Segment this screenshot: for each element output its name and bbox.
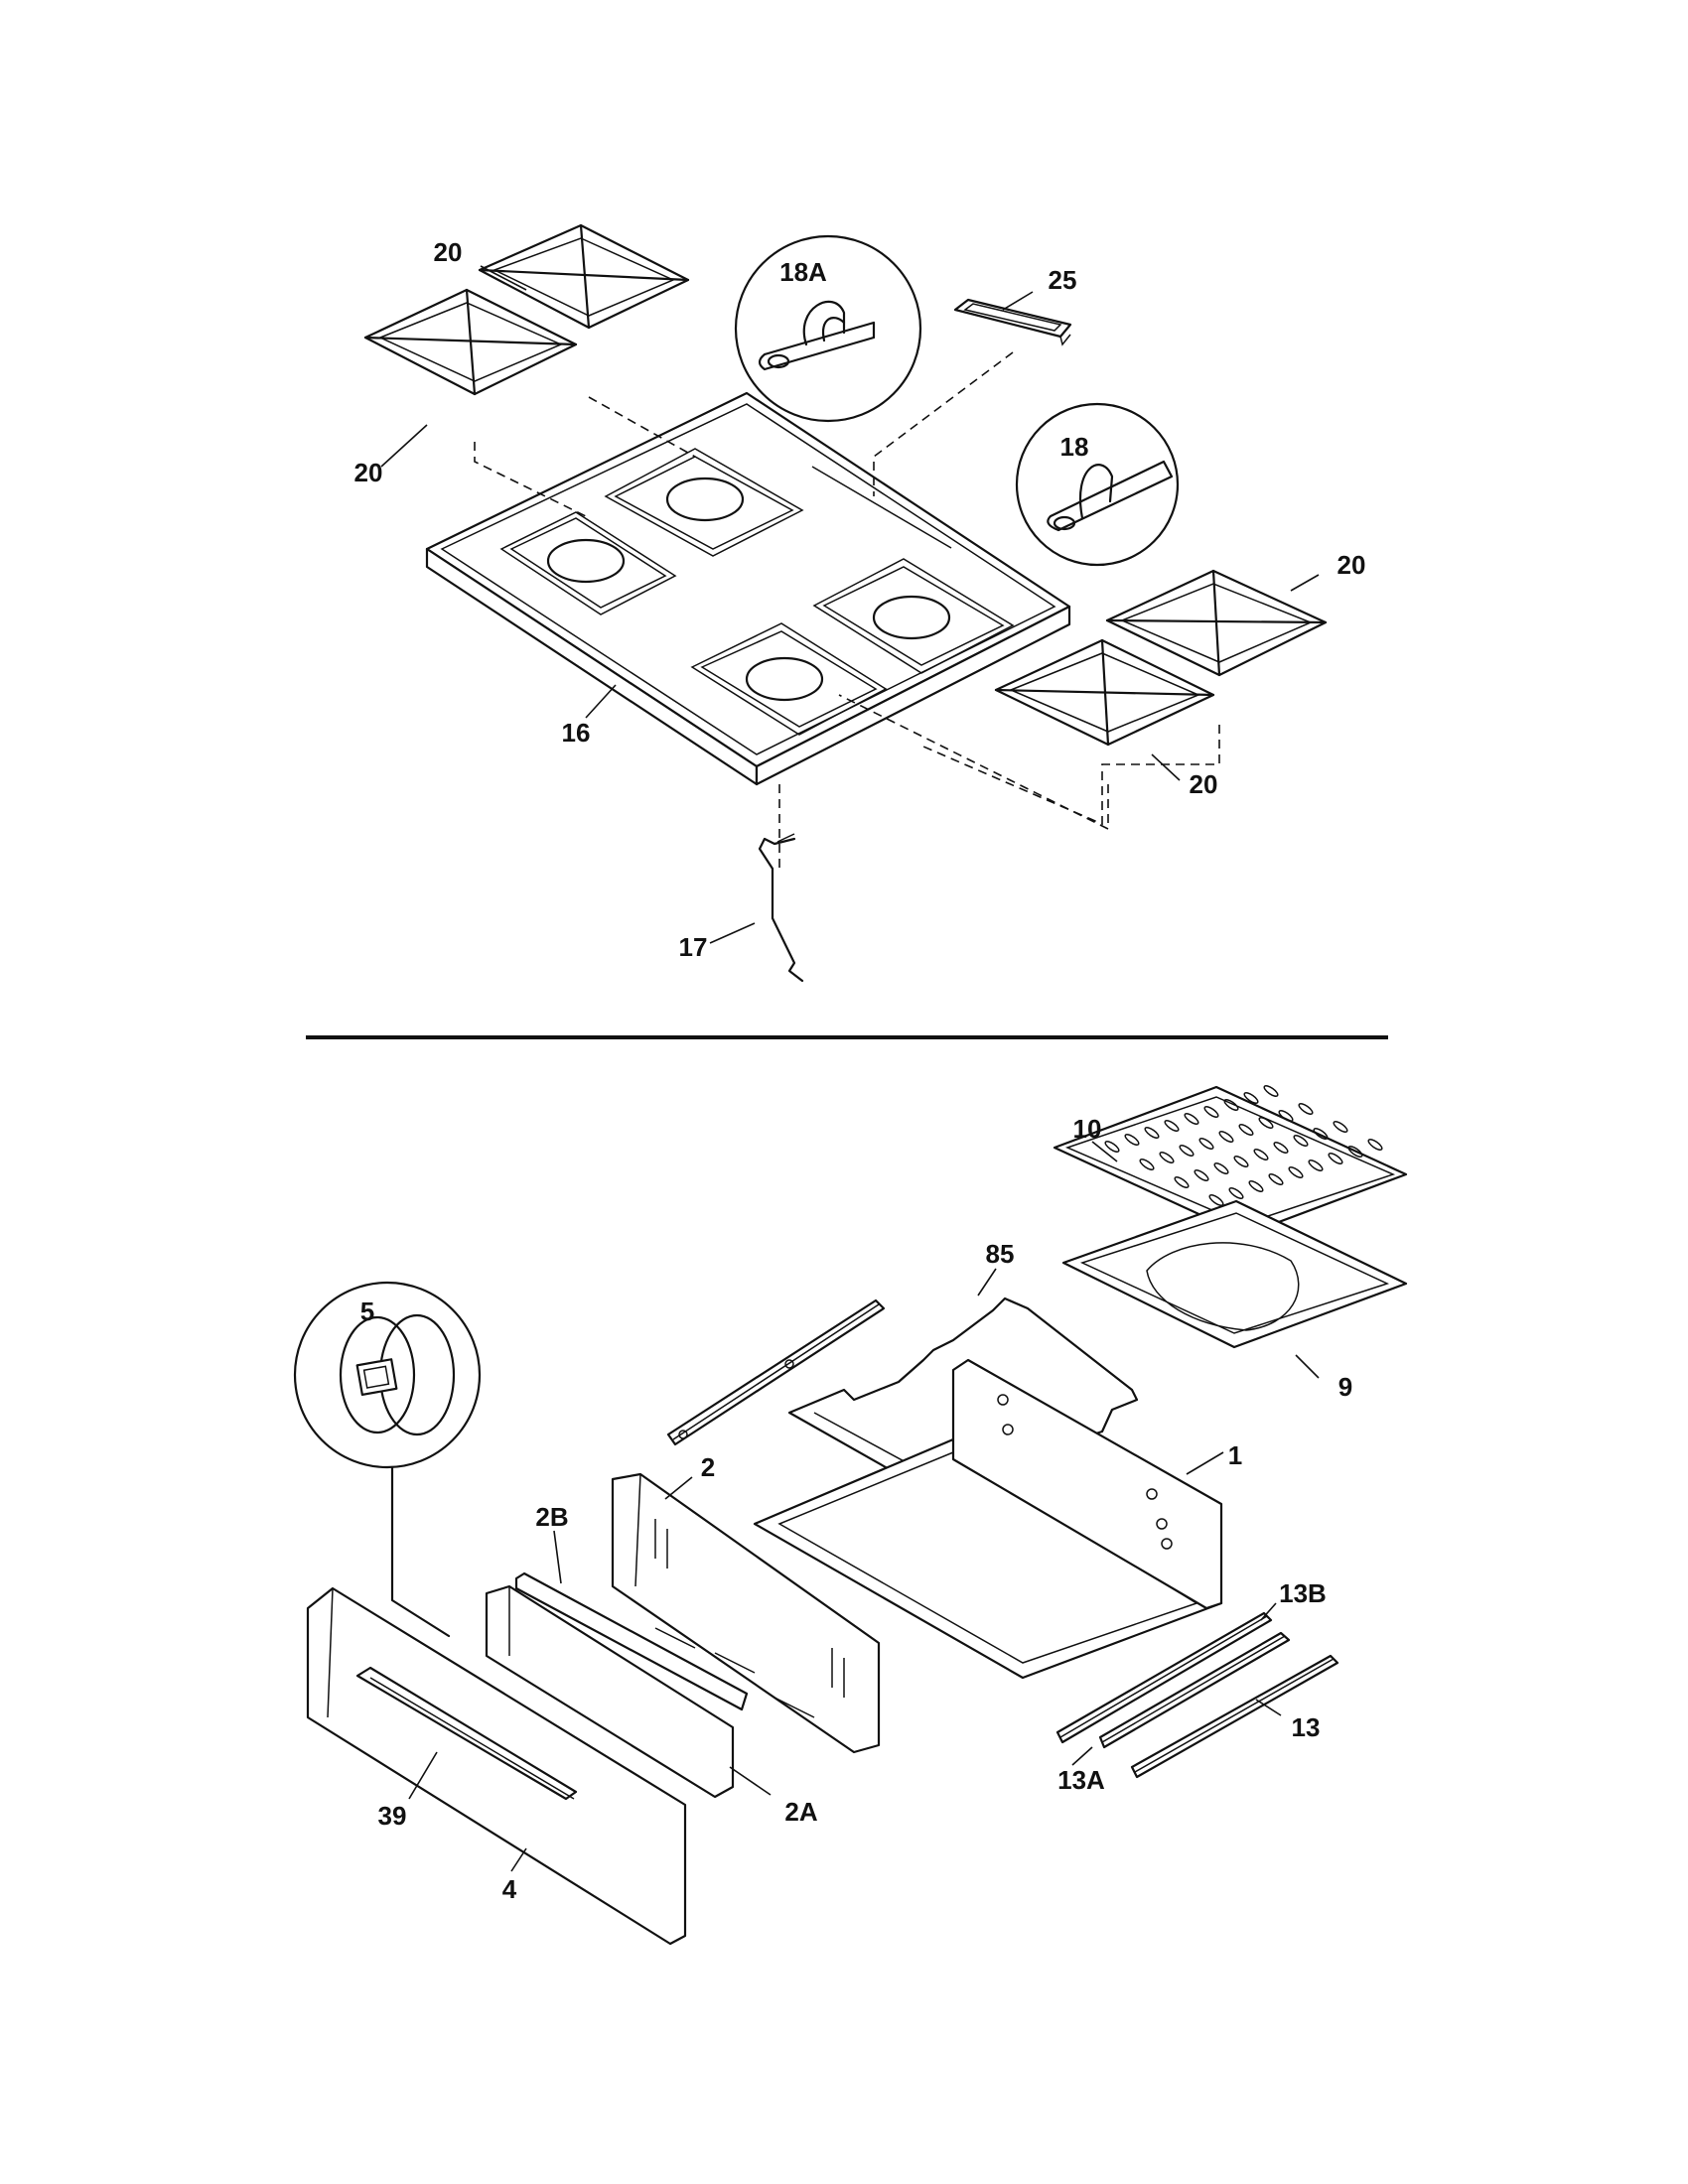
grid-slot [1298, 1103, 1314, 1115]
callout-10: 10 [1073, 1114, 1102, 1144]
grid-slot [1248, 1180, 1264, 1192]
part-25 [953, 298, 1072, 346]
callout-2a: 2A [784, 1797, 817, 1827]
callout-13b: 13B [1279, 1578, 1327, 1608]
burner-grate-right-front [994, 638, 1215, 747]
callout-39: 39 [378, 1801, 407, 1831]
grid-slot [1198, 1138, 1214, 1150]
callout-20-top-left: 20 [434, 237, 463, 267]
callout-18a: 18A [779, 257, 827, 287]
broiler-pan-9 [1061, 1199, 1408, 1349]
grid-slot [1347, 1146, 1363, 1158]
grid-slot [1263, 1085, 1279, 1097]
drawer-front-4 [306, 1586, 687, 1946]
grid-slot [1184, 1113, 1199, 1125]
grid-slot [1194, 1169, 1209, 1181]
grid-slot [1278, 1110, 1294, 1122]
callout-20-top-right: 20 [1337, 550, 1366, 580]
callout-20-bottom-left: 20 [354, 458, 383, 487]
leaders-bottom [408, 1141, 1320, 1872]
grid-slot [1253, 1149, 1269, 1160]
grid-slot [1124, 1134, 1140, 1146]
burner-grate-top-left [363, 288, 578, 396]
assembly-lines-top [474, 351, 1220, 874]
callout-16: 16 [562, 718, 591, 748]
grid-slot [1243, 1092, 1259, 1104]
callout-5: 5 [360, 1297, 374, 1326]
grid-slot [1293, 1135, 1309, 1147]
grid-slot [1213, 1162, 1229, 1174]
grid-slot [1174, 1176, 1190, 1188]
callout-labels: 20 20 18A 25 18 20 20 16 17 10 85 5 9 2 … [354, 237, 1366, 1904]
strip-2b [514, 1571, 749, 1711]
grid-slot [1367, 1139, 1383, 1151]
grid-slot [1218, 1131, 1234, 1143]
grid-slot [1288, 1166, 1304, 1178]
grid-slot [1104, 1141, 1120, 1153]
grid-slot [1208, 1194, 1224, 1206]
grid-slot [1159, 1152, 1175, 1163]
grid-slot [1333, 1121, 1348, 1133]
callout-1: 1 [1228, 1440, 1242, 1470]
grid-slot [1164, 1120, 1180, 1132]
callout-17: 17 [679, 932, 708, 962]
slide-rail-13b [1055, 1611, 1273, 1744]
callout-13a: 13A [1057, 1765, 1105, 1795]
burner-grate-right-back [1105, 569, 1328, 677]
slide-rail-13a [1098, 1631, 1291, 1749]
handle-39 [355, 1666, 578, 1801]
grid-slot [1233, 1156, 1249, 1167]
broiler-grid-10 [1053, 1085, 1408, 1237]
side-rail-top [666, 1298, 886, 1446]
callout-2: 2 [701, 1452, 715, 1482]
grid-slot [1179, 1145, 1195, 1157]
inset-18a [734, 234, 922, 423]
callout-4: 4 [502, 1874, 517, 1904]
leaders-top [380, 265, 1320, 944]
grid-slot [1228, 1187, 1244, 1199]
grid-slot [1203, 1106, 1219, 1118]
callout-9: 9 [1338, 1372, 1352, 1402]
grid-slot [1223, 1099, 1239, 1111]
inset-5 [293, 1281, 482, 1638]
callout-85: 85 [986, 1239, 1015, 1269]
callout-13: 13 [1292, 1712, 1321, 1742]
grid-slot [1308, 1160, 1324, 1171]
rod-17 [758, 833, 804, 983]
burner-grate-top-right [478, 223, 690, 330]
back-panel-2 [611, 1472, 881, 1754]
cooktop-16 [425, 391, 1071, 786]
inset-18 [1015, 402, 1180, 567]
grid-slot [1328, 1153, 1343, 1164]
grid-slot [1238, 1124, 1254, 1136]
callout-25: 25 [1049, 265, 1077, 295]
callout-20-bottom-right: 20 [1190, 769, 1218, 799]
drawer-body-1 [753, 1358, 1223, 1680]
grid-slot [1313, 1128, 1329, 1140]
slide-rail-13 [1130, 1654, 1339, 1779]
grid-slot [1268, 1173, 1284, 1185]
grid-slot [1258, 1117, 1274, 1129]
callout-2b: 2B [535, 1502, 568, 1532]
callout-18: 18 [1060, 432, 1089, 462]
grid-slot [1144, 1127, 1160, 1139]
grid-slot [1273, 1142, 1289, 1154]
grid-slot [1139, 1159, 1155, 1170]
inner-panel-2a [485, 1584, 735, 1799]
